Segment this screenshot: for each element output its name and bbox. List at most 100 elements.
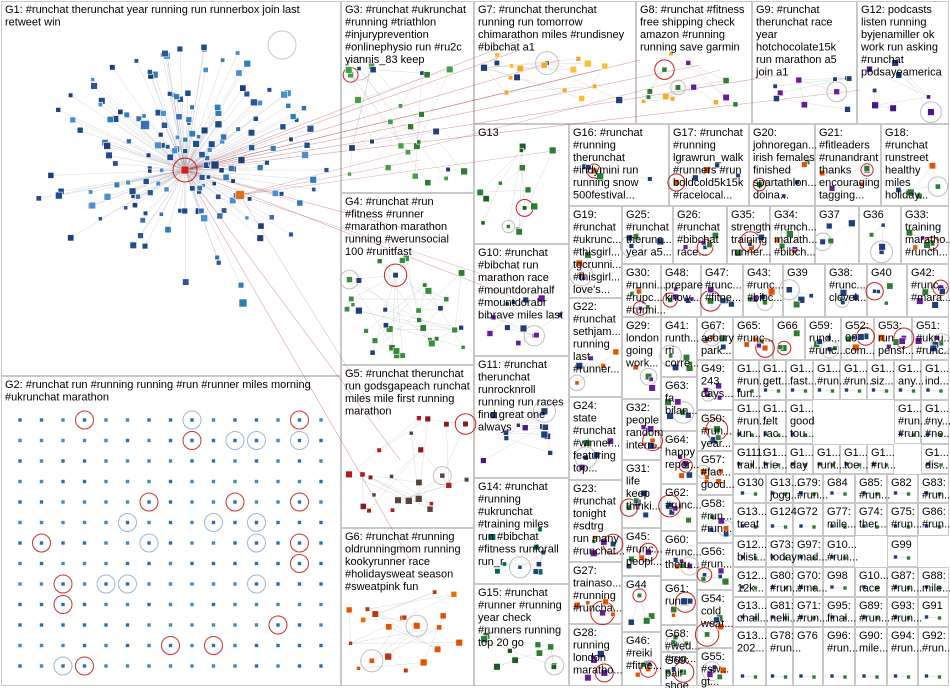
graph-edge (351, 275, 396, 300)
cluster-box-g8 (636, 1, 752, 124)
cluster-box-g88 (918, 567, 949, 597)
cluster-label-g77: G77:mile... (827, 506, 856, 531)
graph-node (593, 451, 601, 459)
cluster-label-g111: G111:trail... (737, 447, 765, 472)
graph-node (289, 113, 297, 120)
graph-node (581, 275, 587, 281)
graph-edge (177, 137, 186, 171)
graph-node (211, 643, 216, 648)
graph-edge (390, 121, 409, 153)
graph-node (519, 324, 528, 333)
graph-edge (418, 285, 425, 321)
cluster-box-g49 (697, 360, 733, 410)
graph-node (798, 584, 804, 590)
graph-edge (184, 118, 256, 171)
cluster-box-g1e (840, 360, 867, 400)
graph-node (126, 138, 132, 145)
graph-node (575, 259, 583, 267)
graph-node (689, 296, 695, 302)
graph-node (924, 584, 929, 590)
graph-node (637, 306, 643, 311)
graph-edge (350, 642, 460, 644)
graph-node (537, 526, 543, 533)
cluster-box-g33 (901, 206, 949, 264)
graph-node (112, 160, 119, 167)
graph-edge (164, 53, 186, 171)
graph-node (239, 84, 247, 92)
graph-node (434, 645, 442, 653)
graph-edge (184, 169, 292, 235)
graph-node (460, 344, 466, 350)
graph-node (399, 257, 406, 264)
graph-node (297, 663, 302, 669)
graph-edge (483, 67, 507, 93)
graph-node (493, 663, 501, 671)
cluster-label-g13b: G13...treat (737, 506, 767, 531)
graph-node (517, 564, 523, 570)
graph-node (672, 293, 679, 301)
graph-node (103, 499, 109, 505)
cluster-label-g81: G81:nelli... (770, 600, 799, 625)
graph-node (640, 661, 647, 668)
graph-node (700, 576, 707, 583)
graph-edge (110, 119, 186, 171)
self-loop-edge (247, 513, 266, 532)
graph-node (515, 340, 522, 346)
graph-edge (150, 76, 186, 171)
graph-node (146, 602, 152, 607)
graph-node (103, 663, 109, 669)
graph-node (35, 195, 42, 202)
cluster-box-g6 (341, 528, 474, 686)
graph-node (60, 643, 66, 648)
graph-edge (184, 162, 267, 171)
cluster-label-g88: G88:mile... (922, 570, 950, 595)
graph-node (874, 524, 880, 530)
cluster-label-g1g: G1...any... (898, 363, 924, 388)
cluster-box-g74 (855, 503, 887, 536)
graph-edge (358, 280, 431, 341)
graph-edge (489, 299, 526, 334)
graph-node (188, 130, 196, 138)
graph-edge (483, 58, 579, 68)
graph-edge (493, 299, 526, 318)
graph-node (463, 477, 470, 483)
graph-node (181, 207, 188, 215)
self-loop-edge (696, 464, 711, 479)
graph-node (521, 424, 529, 431)
graph-node (154, 141, 162, 150)
self-loop-edge (523, 325, 545, 347)
graph-node (584, 674, 592, 682)
graph-node (17, 663, 23, 669)
graph-node (297, 438, 302, 443)
cluster-label-g39: G39 (787, 267, 808, 279)
graph-node (596, 172, 604, 181)
graph-node (133, 58, 139, 64)
graph-node (211, 663, 216, 669)
cluster-box-g13c (733, 597, 766, 627)
graph-edge (505, 411, 545, 433)
graph-node (871, 461, 876, 467)
graph-node (645, 94, 652, 100)
graph-node (740, 673, 745, 679)
graph-node (235, 50, 241, 56)
cluster-label-g1r: G1...#ru... (871, 447, 896, 472)
graph-node (211, 581, 216, 587)
cluster-label-g34: G34:#runch...marath...#bibch... (774, 209, 817, 259)
graph-node (211, 438, 216, 443)
graph-node (416, 415, 422, 421)
graph-node (146, 622, 152, 628)
graph-node (103, 540, 109, 546)
cluster-box-g37 (815, 206, 859, 264)
graph-edge (109, 155, 186, 171)
graph-edge (358, 68, 447, 179)
cluster-label-g1d: G1...#run... (817, 363, 848, 388)
cluster-label-g38: G38:#runc...clevel... (829, 267, 866, 304)
graph-node (770, 490, 775, 496)
graph-node (39, 561, 44, 566)
graph-edge (162, 54, 186, 171)
graph-edge (895, 62, 929, 98)
